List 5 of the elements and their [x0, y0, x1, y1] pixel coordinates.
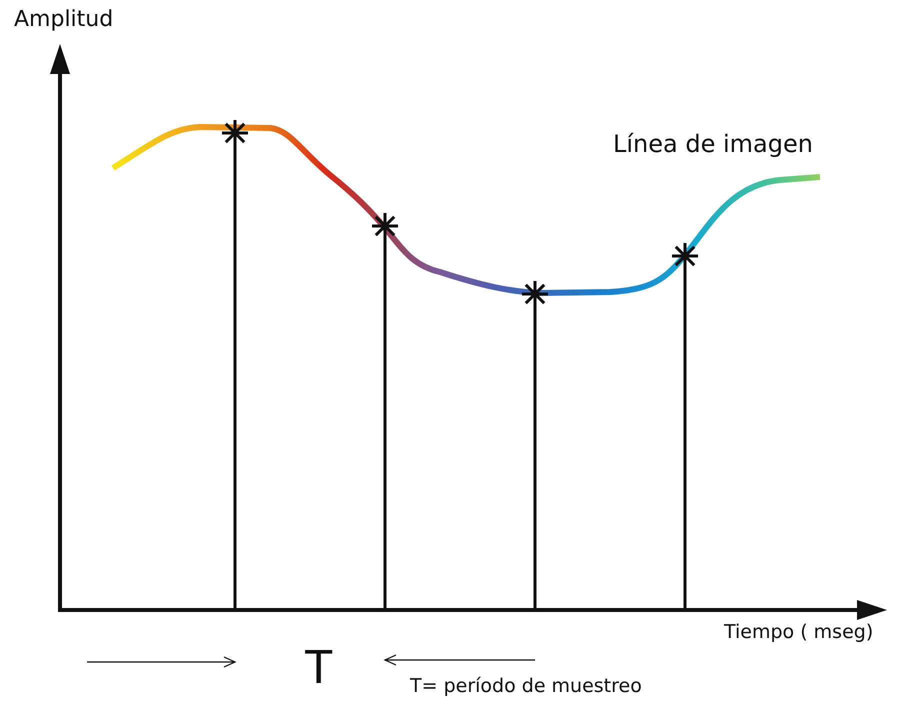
- axis-label: Amplitud: [14, 8, 114, 32]
- curve-label: Línea de imagen: [613, 131, 813, 158]
- axis-label: Tiempo ( mseg): [724, 622, 874, 643]
- period-symbol: T: [304, 642, 334, 695]
- period-label: T= período de muestreo: [410, 676, 642, 697]
